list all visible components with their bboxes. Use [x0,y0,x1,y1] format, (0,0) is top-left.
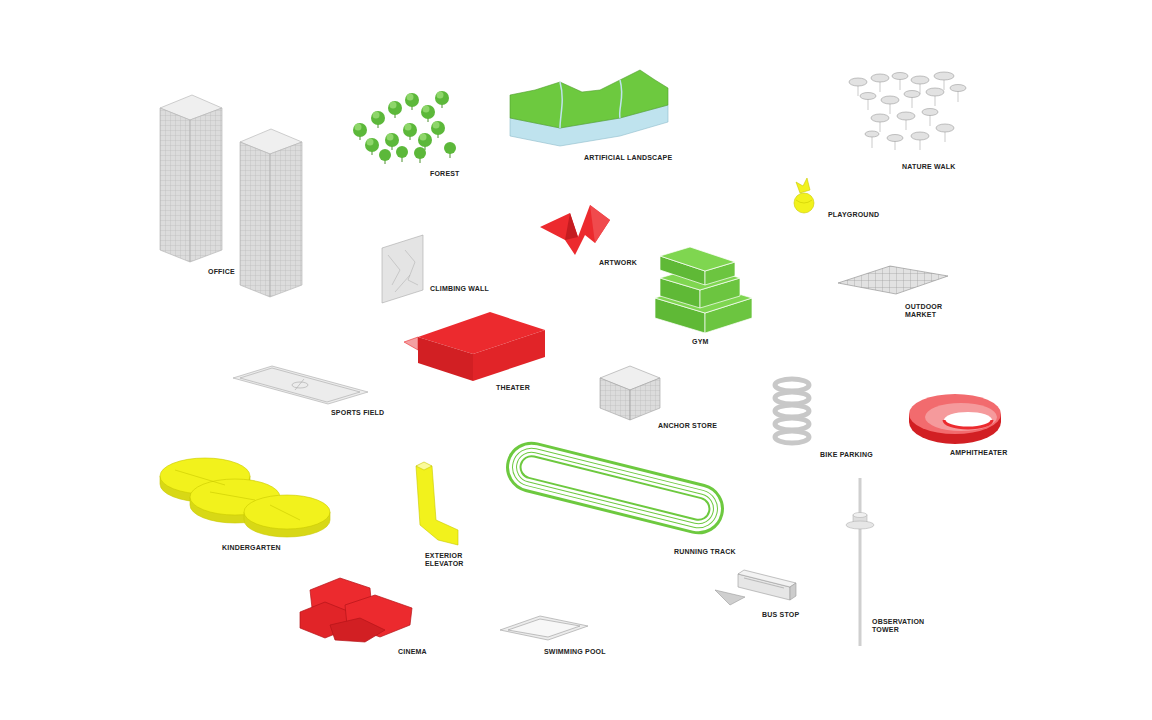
feature-label: OBSERVATION TOWER [872,618,930,635]
cinema [300,578,412,642]
theater-box [404,312,545,381]
feature-label: NATURE WALK [902,163,955,171]
bus-stop [715,570,796,605]
feature-label: FOREST [430,170,460,178]
forest-trees [353,91,456,164]
playground [794,178,814,213]
office-towers [160,95,302,297]
feature-label: SWIMMING POOL [544,648,606,656]
swimming-pool [500,616,588,640]
bike-parking [775,379,809,443]
anchor-store [600,366,660,420]
feature-label: THEATER [496,384,530,392]
feature-label: CINEMA [398,648,427,656]
feature-label: BUS STOP [762,611,799,619]
feature-label: PLAYGROUND [828,211,879,219]
artificial-landscape [510,70,668,146]
climbing-wall [382,235,423,303]
feature-label: ANCHOR STORE [658,422,717,430]
feature-label: EXTERIOR ELEVATOR [425,552,473,569]
feature-label: AMPHITHEATER [950,449,1008,457]
gym-block [655,247,752,333]
feature-label: ARTIFICIAL LANDSCAPE [584,154,672,162]
feature-label: GYM [692,338,709,346]
outdoor-market [838,266,948,294]
feature-label: ARTWORK [599,259,637,267]
kindergarten [160,458,330,537]
feature-label: SPORTS FIELD [331,409,384,417]
feature-label: OFFICE [208,268,235,276]
feature-label: CLIMBING WALL [430,285,489,293]
running-track [502,438,727,538]
observation-tower [846,478,874,646]
exterior-elevator [416,462,458,545]
nature-walk [849,72,966,150]
feature-label: BIKE PARKING [820,451,873,459]
feature-label: RUNNING TRACK [674,548,736,556]
amphitheater [909,394,1001,444]
feature-label: KINDERGARTEN [222,544,281,552]
sports-field [233,366,368,404]
feature-label: OUTDOOR MARKET [905,303,949,320]
artwork-sculpture [540,205,610,255]
